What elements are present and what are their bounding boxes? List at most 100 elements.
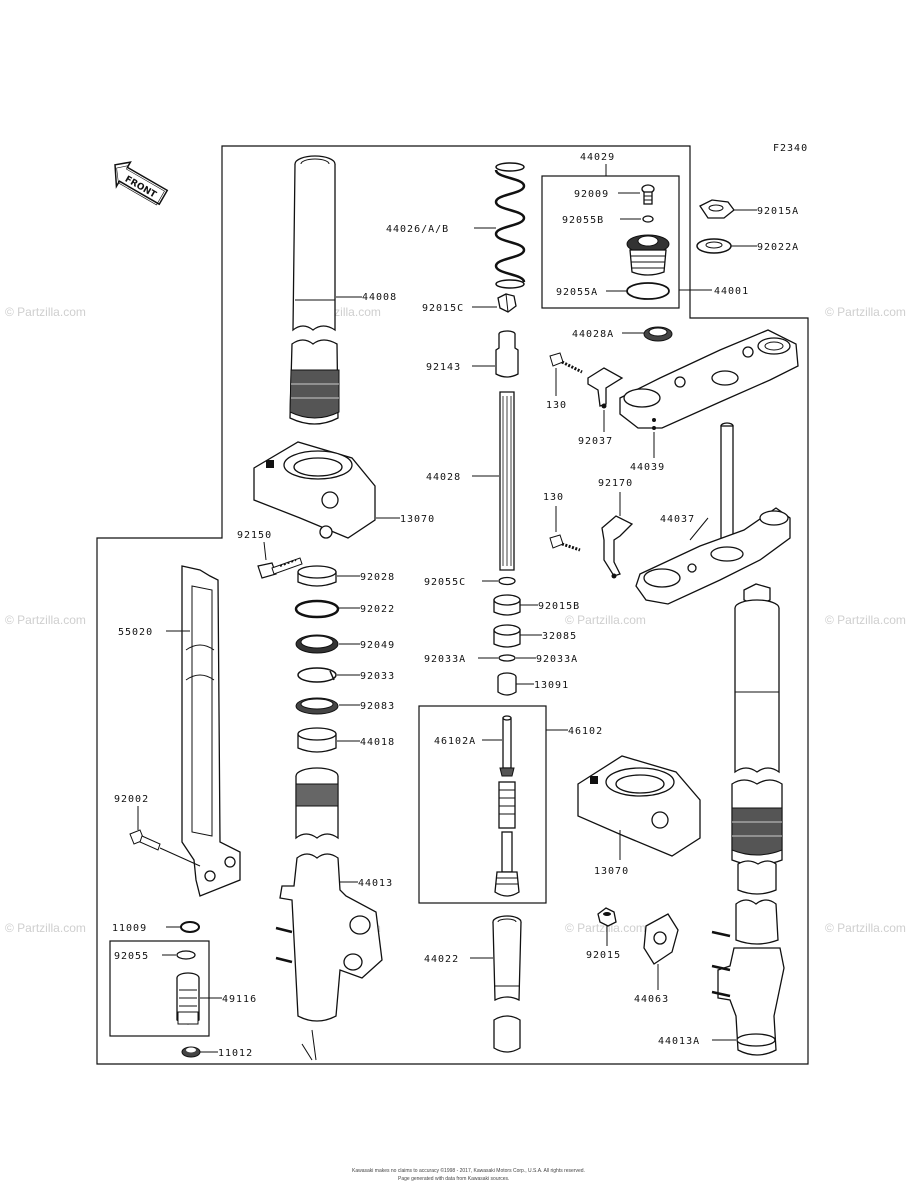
circlip-92033A (498, 654, 516, 662)
label-92028: 92028 (360, 572, 395, 583)
label-44018: 44018 (360, 737, 395, 748)
watermark: © Partzilla.com (5, 305, 86, 319)
bolt-assembly-box (109, 940, 210, 1037)
nut-11012 (181, 1046, 201, 1058)
label-92083: 92083 (360, 701, 395, 712)
cable-holder-92170 (601, 515, 634, 579)
label-92015A: 92015A (757, 206, 799, 217)
screw-92009 (641, 184, 655, 205)
fork-guard-55020 (181, 565, 241, 897)
washer-92022A (696, 238, 732, 254)
label-92033A-right: 92033A (536, 654, 578, 665)
nut-92015C (497, 293, 517, 313)
label-46102: 46102 (568, 726, 603, 737)
spring-44026 (494, 162, 526, 289)
fork-clamp-right (577, 755, 701, 857)
o-ring-92055C (498, 576, 516, 586)
label-130-lower: 130 (543, 492, 564, 503)
label-92055: 92055 (114, 951, 149, 962)
watermark: © Partzilla.com (5, 613, 86, 627)
fork-cap (626, 234, 670, 276)
front-arrow-icon: FRONT (114, 161, 169, 206)
inner-tube-right (731, 583, 783, 895)
bolt-92150 (257, 557, 303, 579)
bolt-49116 (176, 972, 200, 1025)
cap-assembly-box (541, 175, 680, 309)
outer-tube-right (711, 899, 785, 1056)
upper-bracket-44039 (619, 329, 799, 430)
fork-clamp-left (253, 441, 376, 539)
label-11009: 11009 (112, 923, 147, 934)
nut-92015 (597, 907, 617, 927)
watermark: © Partzilla.com (565, 921, 646, 935)
damper-assembly-46102 (494, 715, 520, 897)
label-92170: 92170 (598, 478, 633, 489)
bolt-92002 (129, 829, 201, 867)
label-92022: 92022 (360, 604, 395, 615)
label-92009: 92009 (574, 189, 609, 200)
o-ring-92055A (626, 282, 670, 300)
figure-id: F2340 (773, 143, 808, 154)
label-92049: 92049 (360, 640, 395, 651)
label-13070-right: 13070 (594, 866, 629, 877)
label-44022: 44022 (424, 954, 459, 965)
guide-bushing-44018 (297, 727, 337, 753)
washer-92022 (294, 599, 340, 619)
label-44008: 44008 (362, 292, 397, 303)
label-44029: 44029 (580, 152, 615, 163)
label-92015: 92015 (586, 950, 621, 961)
label-92055C: 92055C (424, 577, 466, 588)
nut-92015B (493, 594, 521, 616)
o-ring-92055B (642, 215, 654, 223)
oil-seal-92049 (295, 634, 339, 654)
label-92033: 92033 (360, 671, 395, 682)
collar-13091 (497, 672, 517, 696)
label-13091: 13091 (534, 680, 569, 691)
label-32085: 32085 (542, 631, 577, 642)
cylinder-44022 (492, 915, 522, 1053)
label-92033A-left: 92033A (424, 654, 466, 665)
bolt-130-upper (549, 352, 583, 374)
label-44013A: 44013A (658, 1036, 700, 1047)
copyright-line2: Page generated with data from Kawasaki s… (398, 1176, 509, 1182)
label-92055B: 92055B (562, 215, 604, 226)
watermark: © Partzilla.com (825, 305, 906, 319)
label-11012: 11012 (218, 1048, 253, 1059)
label-44013: 44013 (358, 878, 393, 889)
label-92022A: 92022A (757, 242, 799, 253)
label-44063: 44063 (634, 994, 669, 1005)
bolt-130-lower (549, 534, 581, 552)
label-92002: 92002 (114, 794, 149, 805)
label-49116: 49116 (222, 994, 257, 1005)
assembly-frame (96, 145, 809, 1065)
label-92037: 92037 (578, 436, 613, 447)
watermark: © Partzilla.com (825, 613, 906, 627)
watermark: © Partzilla.com (825, 921, 906, 935)
label-44001: 44001 (714, 286, 749, 297)
circlip-92033 (297, 667, 337, 683)
collar-32085 (493, 624, 521, 648)
label-92015B: 92015B (538, 601, 580, 612)
label-55020: 55020 (118, 627, 153, 638)
watermark: © Partzilla.com (5, 921, 86, 935)
label-92015C: 92015C (422, 303, 464, 314)
bushing-92083 (295, 697, 339, 715)
cable-holder-92037 (587, 367, 624, 409)
label-130-upper: 130 (546, 400, 567, 411)
o-ring-92055 (176, 950, 196, 960)
label-92055A: 92055A (556, 287, 598, 298)
nut-92015A (699, 199, 735, 219)
stem-bracket-44037 (635, 422, 791, 605)
seal-44028A (643, 326, 673, 342)
label-44037: 44037 (660, 514, 695, 525)
label-44028A: 44028A (572, 329, 614, 340)
watermark: © Partzilla.com (565, 613, 646, 627)
label-13070-left: 13070 (400, 514, 435, 525)
label-92143: 92143 (426, 362, 461, 373)
damper-assembly-box (418, 705, 547, 904)
label-92150: 92150 (237, 530, 272, 541)
label-44039: 44039 (630, 462, 665, 473)
gasket-11009 (180, 921, 200, 933)
label-44026: 44026/A/B (386, 224, 449, 235)
